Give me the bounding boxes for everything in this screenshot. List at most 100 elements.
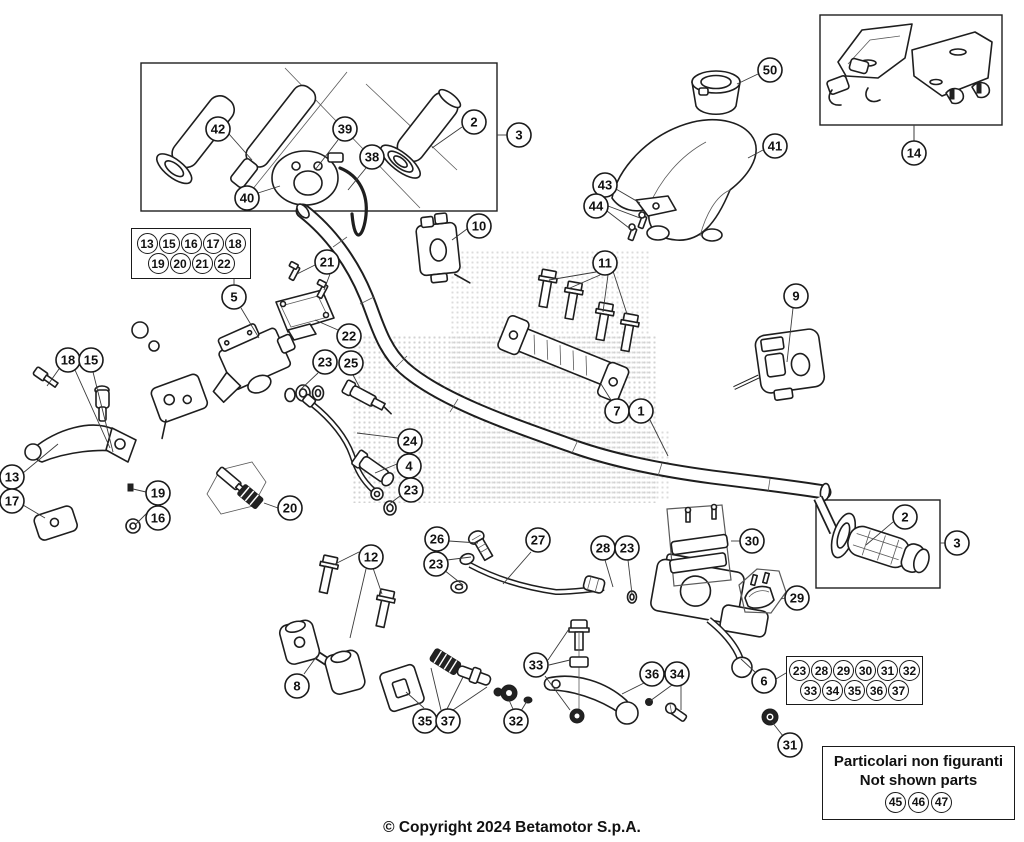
callout-23[interactable]: 23 xyxy=(614,535,640,561)
cluster-callout-31[interactable]: 31 xyxy=(877,660,898,681)
cluster-callout-16[interactable]: 16 xyxy=(180,233,202,254)
cluster-callout-13[interactable]: 13 xyxy=(136,233,158,254)
handguard-kit-box xyxy=(819,14,1003,126)
cluster-callout-28[interactable]: 28 xyxy=(811,660,832,681)
callout-41[interactable]: 41 xyxy=(762,133,788,159)
cluster-callout-32[interactable]: 32 xyxy=(899,660,920,681)
callout-38[interactable]: 38 xyxy=(359,144,385,170)
callout-7[interactable]: 7 xyxy=(604,398,630,424)
callout-17[interactable]: 17 xyxy=(0,488,25,514)
svg-text:44: 44 xyxy=(589,199,604,214)
callout-24[interactable]: 24 xyxy=(397,428,423,454)
clutch-hose xyxy=(301,393,384,501)
svg-text:15: 15 xyxy=(84,353,98,368)
svg-text:35: 35 xyxy=(418,714,432,729)
lever-nut-16 xyxy=(125,518,141,534)
cluster-callout-19[interactable]: 19 xyxy=(147,253,169,274)
callout-23[interactable]: 23 xyxy=(312,349,338,375)
callout-9[interactable]: 9 xyxy=(783,283,809,309)
callout-34[interactable]: 34 xyxy=(664,661,690,687)
callout-40[interactable]: 40 xyxy=(234,185,260,211)
cluster-callout-18[interactable]: 18 xyxy=(224,233,246,254)
svg-text:38: 38 xyxy=(365,150,379,165)
callout-4[interactable]: 4 xyxy=(396,453,422,479)
callout-22[interactable]: 22 xyxy=(336,323,362,349)
callout-5[interactable]: 5 xyxy=(221,284,247,310)
callout-16[interactable]: 16 xyxy=(145,505,171,531)
banjo-washers xyxy=(284,384,325,403)
callout-14[interactable]: 14 xyxy=(901,140,927,166)
svg-text:12: 12 xyxy=(364,550,378,565)
callout-2[interactable]: 2 xyxy=(461,109,487,135)
cluster-callout-17[interactable]: 17 xyxy=(202,233,224,254)
callout-21[interactable]: 21 xyxy=(314,249,340,275)
callout-18[interactable]: 18 xyxy=(55,347,81,373)
callout-20[interactable]: 20 xyxy=(277,495,303,521)
lever-ball-end xyxy=(131,321,149,339)
callout-44[interactable]: 44 xyxy=(583,193,609,219)
cluster-callout-37[interactable]: 37 xyxy=(888,680,909,701)
map-switch xyxy=(415,212,471,284)
cluster-callout-35[interactable]: 35 xyxy=(844,680,865,701)
leader-lines xyxy=(22,73,945,737)
callout-2[interactable]: 2 xyxy=(892,504,918,530)
hose-fitting-25 xyxy=(341,379,392,415)
bracket-screws xyxy=(627,211,648,242)
not-shown-callout-46[interactable]: 46 xyxy=(908,792,929,814)
svg-text:24: 24 xyxy=(403,434,418,449)
callout-23[interactable]: 23 xyxy=(423,551,449,577)
callout-13[interactable]: 13 xyxy=(0,464,25,490)
callout-6[interactable]: 6 xyxy=(751,668,777,694)
svg-text:26: 26 xyxy=(430,532,444,547)
callout-28[interactable]: 28 xyxy=(590,535,616,561)
callout-11[interactable]: 11 xyxy=(592,250,618,276)
svg-text:33: 33 xyxy=(529,658,543,673)
callout-27[interactable]: 27 xyxy=(525,527,551,553)
callout-23[interactable]: 23 xyxy=(398,477,424,503)
callout-25[interactable]: 25 xyxy=(338,350,364,376)
callout-32[interactable]: 32 xyxy=(503,708,529,734)
svg-text:41: 41 xyxy=(768,139,782,154)
svg-text:1: 1 xyxy=(637,404,644,419)
cluster-callout-36[interactable]: 36 xyxy=(866,680,887,701)
cluster-callout-23[interactable]: 23 xyxy=(789,660,810,681)
callout-31[interactable]: 31 xyxy=(777,732,803,758)
callout-36[interactable]: 36 xyxy=(639,661,665,687)
callout-37[interactable]: 37 xyxy=(435,708,461,734)
callout-26[interactable]: 26 xyxy=(424,526,450,552)
callout-10[interactable]: 10 xyxy=(466,213,492,239)
cable-adjuster-37 xyxy=(429,648,503,697)
callout-42[interactable]: 42 xyxy=(205,116,231,142)
svg-text:16: 16 xyxy=(151,511,165,526)
callout-8[interactable]: 8 xyxy=(284,673,310,699)
callout-15[interactable]: 15 xyxy=(78,347,104,373)
callout-3[interactable]: 3 xyxy=(944,530,970,556)
not-shown-callout-45[interactable]: 45 xyxy=(885,792,906,814)
callout-33[interactable]: 33 xyxy=(523,652,549,678)
svg-text:2: 2 xyxy=(901,510,908,525)
hose-fitting-28 xyxy=(582,575,606,594)
callout-12[interactable]: 12 xyxy=(358,544,384,570)
svg-text:23: 23 xyxy=(620,541,634,556)
callout-19[interactable]: 19 xyxy=(145,480,171,506)
cluster-callout-29[interactable]: 29 xyxy=(833,660,854,681)
callout-1[interactable]: 1 xyxy=(628,398,654,424)
callout-29[interactable]: 29 xyxy=(784,585,810,611)
cluster-callout-22[interactable]: 22 xyxy=(213,253,235,274)
cluster-callout-15[interactable]: 15 xyxy=(158,233,180,254)
cluster-callout-20[interactable]: 20 xyxy=(169,253,191,274)
callout-39[interactable]: 39 xyxy=(332,116,358,142)
grip-right xyxy=(830,512,930,574)
cluster-callout-30[interactable]: 30 xyxy=(855,660,876,681)
svg-text:5: 5 xyxy=(230,290,237,305)
svg-text:21: 21 xyxy=(320,255,334,270)
callout-35[interactable]: 35 xyxy=(412,708,438,734)
cluster-callout-33[interactable]: 33 xyxy=(800,680,821,701)
callout-50[interactable]: 50 xyxy=(757,57,783,83)
svg-text:25: 25 xyxy=(344,356,358,371)
callout-30[interactable]: 30 xyxy=(739,528,765,554)
not-shown-callout-47[interactable]: 47 xyxy=(931,792,952,814)
cluster-callout-21[interactable]: 21 xyxy=(191,253,213,274)
callout-3[interactable]: 3 xyxy=(506,122,532,148)
cluster-callout-34[interactable]: 34 xyxy=(822,680,843,701)
